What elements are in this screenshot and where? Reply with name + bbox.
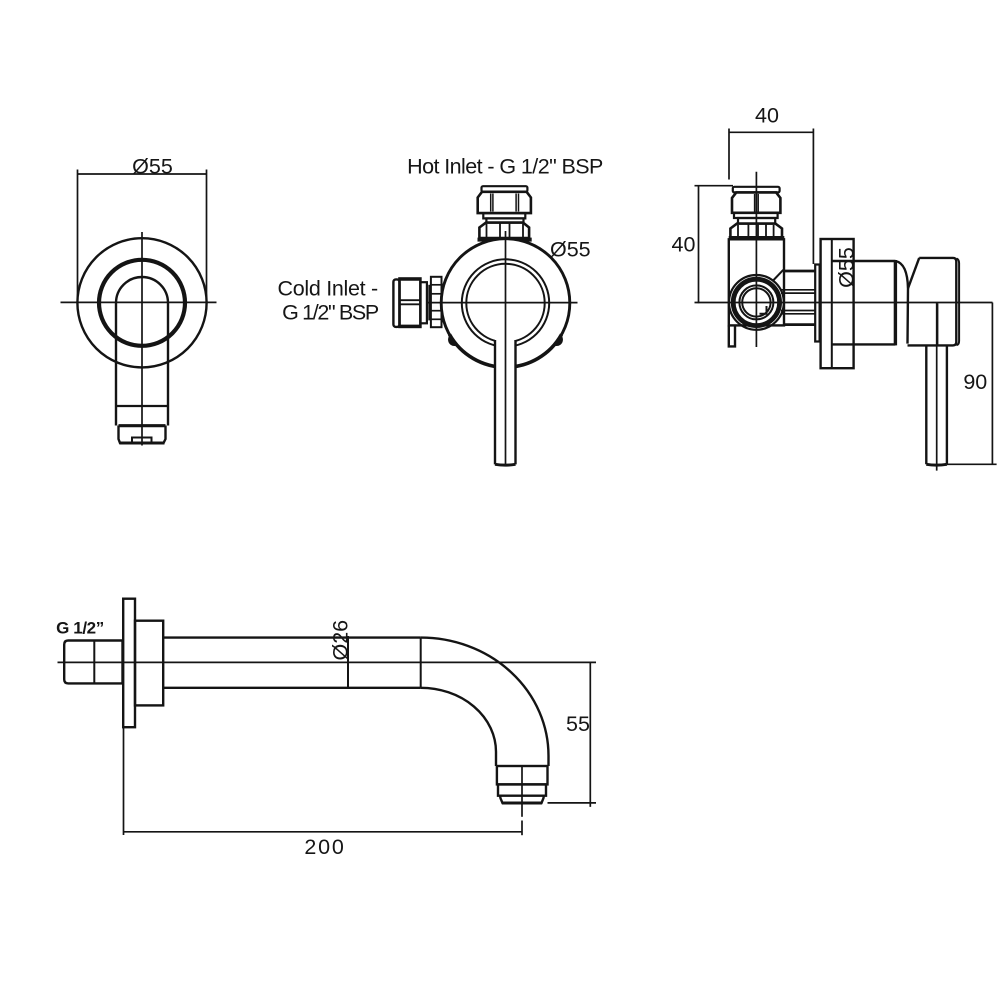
svg-text:40: 40 [672, 233, 696, 257]
svg-text:Ø55: Ø55 [550, 237, 591, 261]
svg-text:200: 200 [304, 835, 345, 859]
svg-text:90: 90 [963, 370, 987, 394]
svg-text:Cold Inlet -: Cold Inlet - [278, 276, 379, 300]
svg-text:Hot Inlet - G 1/2" BSP: Hot Inlet - G 1/2" BSP [407, 155, 603, 179]
svg-text:Ø26: Ø26 [329, 620, 353, 661]
svg-text:G 1/2" BSP: G 1/2" BSP [282, 301, 379, 325]
svg-text:40: 40 [755, 103, 779, 127]
svg-text:Ø55: Ø55 [132, 155, 173, 179]
svg-text:55: 55 [566, 712, 590, 736]
svg-text:G 1/2”: G 1/2” [56, 619, 104, 638]
svg-text:Ø55: Ø55 [835, 247, 859, 288]
